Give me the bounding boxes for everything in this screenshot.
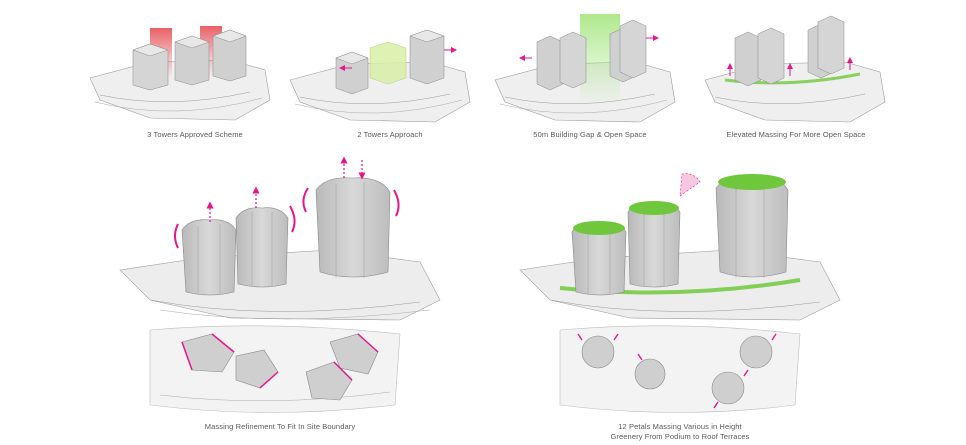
caption-2-towers: 2 Towers Approach	[357, 130, 423, 139]
panel-elevated-massing	[704, 15, 886, 123]
caption-petals-line1: 12 Petals Massing Various in Height	[618, 422, 742, 431]
panel-massing-refinement-perspective	[119, 156, 441, 321]
panel-3-towers	[89, 26, 271, 121]
caption-petals-line2: Greenery From Podium to Roof Terraces	[610, 432, 750, 441]
panel-2-towers	[289, 29, 471, 123]
caption-elevated-massing: Elevated Massing For More Open Space	[726, 130, 866, 139]
caption-massing-refinement: Massing Refinement To Fit In Site Bounda…	[204, 422, 356, 431]
panel-petals-perspective	[519, 173, 841, 321]
panel-petals-plan	[559, 325, 801, 413]
caption-gap-open-space: 50m Building Gap & Open Space	[533, 130, 647, 139]
panel-gap-open-space	[494, 14, 676, 123]
panel-massing-refinement-plan	[149, 325, 401, 413]
caption-3-towers: 3 Towers Approved Scheme	[147, 130, 243, 139]
